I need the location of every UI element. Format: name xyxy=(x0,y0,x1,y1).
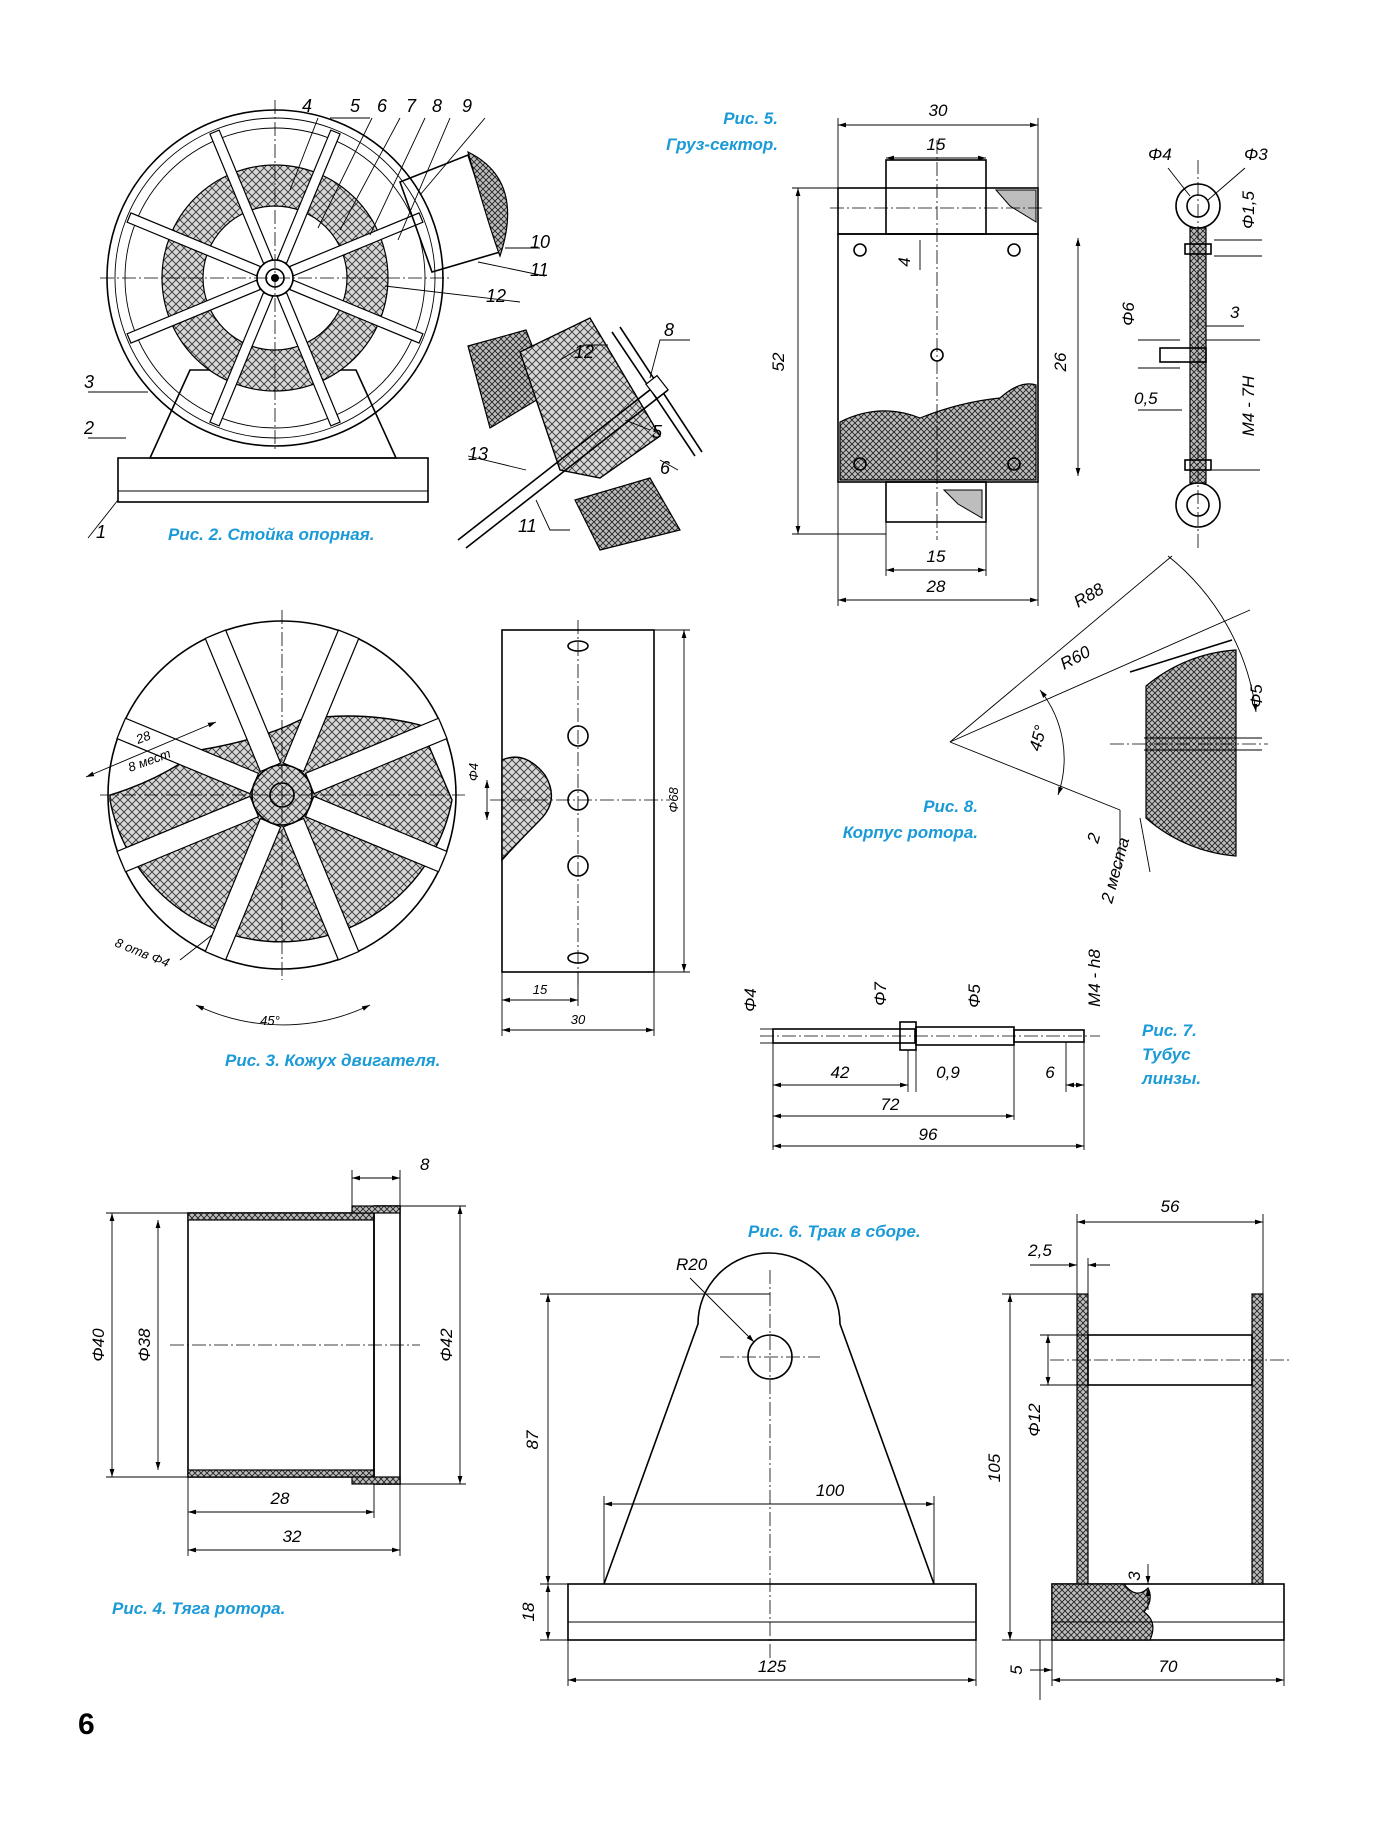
fig2-leaders xyxy=(87,117,546,539)
fig7-dim-72: 72 xyxy=(881,1095,900,1114)
fig5-dim-m4-7h: M4 - 7H xyxy=(1239,375,1258,436)
fig2-detail-part-8: 8 xyxy=(664,320,674,340)
fig6-dim-105: 105 xyxy=(985,1453,1004,1482)
fig4-dim-phi40: Φ40 xyxy=(89,1328,108,1362)
fig2-caption: Рис. 2. Стойка опорная. xyxy=(168,525,374,544)
fig5-dim-26: 26 xyxy=(1051,352,1070,372)
fig2-part-6: 6 xyxy=(377,96,388,116)
fig3-caption: Рис. 3. Кожух двигателя. xyxy=(225,1051,440,1070)
fig4-caption: Рис. 4. Тяга ротора. xyxy=(112,1599,285,1618)
fig5-side-link xyxy=(1138,160,1262,548)
fig5-dim-phi6: Φ6 xyxy=(1119,302,1138,326)
fig2-part-12: 12 xyxy=(486,286,506,306)
fig2-part-3: 3 xyxy=(84,372,94,392)
fig6-dim-3: 3 xyxy=(1125,1571,1144,1581)
fig5-dim-4: 4 xyxy=(895,257,914,266)
fig5-dim-30: 30 xyxy=(929,101,948,120)
fig6-track-assembly: Рис. 6. Трак в сборе. R20 87 18 100 125 xyxy=(519,1197,1290,1700)
fig2-part-1: 1 xyxy=(96,522,106,542)
fig5-dim-phi1-5: Φ1,5 xyxy=(1239,191,1258,229)
fig2-part-4: 4 xyxy=(302,96,312,116)
fig7-caption-3: линзы. xyxy=(1141,1069,1201,1088)
fig5-dim-phi4: Φ4 xyxy=(1148,145,1172,164)
fig5-dim-52: 52 xyxy=(769,352,788,371)
fig6-dim-phi12: Φ12 xyxy=(1025,1403,1044,1437)
fig7-dim-6: 6 xyxy=(1045,1063,1055,1082)
fig5-weight-sector: Рис. 5. Груз-сектор. 30 15 4 52 26 xyxy=(666,101,1268,606)
fig7-dim-96: 96 xyxy=(919,1125,938,1144)
fig6-dim-2-5: 2,5 xyxy=(1027,1241,1052,1260)
fig2-detail-part-5: 5 xyxy=(652,422,663,442)
fig6-dim-125: 125 xyxy=(758,1657,787,1676)
fig6-caption: Рис. 6. Трак в сборе. xyxy=(748,1222,921,1241)
fig2-part-8: 8 xyxy=(432,96,442,116)
fig6-dim-18: 18 xyxy=(519,1602,538,1621)
fig4-dim-28: 28 xyxy=(270,1489,290,1508)
fig8-caption-2: Корпус ротора. xyxy=(843,823,978,842)
fig6-dim-70: 70 xyxy=(1159,1657,1178,1676)
fig7-caption-1: Рис. 7. xyxy=(1142,1021,1197,1040)
fig7-dim-0-9: 0,9 xyxy=(936,1063,960,1082)
fig5-dim-15-top: 15 xyxy=(927,135,946,154)
fig5-dim-15-bottom: 15 xyxy=(927,547,946,566)
fig2-part-11: 11 xyxy=(530,260,549,280)
fig2-spokes xyxy=(126,129,424,427)
fig2-part-9: 9 xyxy=(462,96,472,116)
fig7-dim-m4-h8: M4 - h8 xyxy=(1085,949,1104,1007)
fig5-dim-0-5: 0,5 xyxy=(1134,389,1158,408)
fig5-dim-28: 28 xyxy=(926,577,946,596)
fig3-dim-30: 30 xyxy=(571,1012,586,1027)
fig3-dim-phi4: Φ4 xyxy=(466,763,481,781)
fig3-dim-28: 28 xyxy=(133,728,153,748)
fig7-lens-tube: Φ4 Φ7 Φ5 M4 - h8 42 0,9 6 72 96 Рис. 7. … xyxy=(741,949,1201,1150)
fig2-detail-part-6: 6 xyxy=(660,458,671,478)
fig8-dim-2: 2 xyxy=(1083,830,1104,846)
fig7-dim-phi4: Φ4 xyxy=(741,988,760,1012)
fig5-dim-phi3: Φ3 xyxy=(1244,145,1268,164)
fig2-part-2: 2 xyxy=(83,418,94,438)
fig5-caption-1: Рис. 5. xyxy=(723,109,778,128)
fig3-dim-45: 45° xyxy=(260,1013,280,1028)
fig8-dim-r88: R88 xyxy=(1071,579,1108,611)
fig5-dim-3: 3 xyxy=(1230,303,1240,322)
fig8-dim-2-places: 2 места xyxy=(1097,835,1133,906)
fig3-motor-cover: 28 8 мест 8 отв Φ4 45° Φ68 Φ4 15 30 Рис.… xyxy=(85,610,690,1070)
fig8-dim-phi5: Φ5 xyxy=(1247,684,1266,708)
fig2-detail-part-13: 13 xyxy=(468,444,488,464)
fig6-dim-87: 87 xyxy=(523,1430,542,1449)
fig2-part-7: 7 xyxy=(406,96,417,116)
fig6-dim-r20: R20 xyxy=(676,1255,708,1274)
fig2-support-stand: 4 5 6 7 8 9 10 11 12 3 2 1 Рис. 2. Стойк… xyxy=(83,96,703,551)
fig7-dim-phi5: Φ5 xyxy=(965,984,984,1008)
fig6-dim-56: 56 xyxy=(1161,1197,1180,1216)
fig4-dim-32: 32 xyxy=(283,1527,302,1546)
fig4-dim-phi38: Φ38 xyxy=(135,1328,154,1362)
fig7-dim-42: 42 xyxy=(831,1063,850,1082)
fig8-caption-1: Рис. 8. xyxy=(923,797,978,816)
fig2-detail-part-11: 11 xyxy=(518,516,537,536)
fig6-dim-100: 100 xyxy=(816,1481,845,1500)
fig8-dim-45: 45° xyxy=(1026,723,1051,753)
fig6-dim-5: 5 xyxy=(1007,1665,1026,1675)
fig7-dim-phi7: Φ7 xyxy=(871,982,890,1006)
fig2-detail xyxy=(457,317,703,551)
fig8-rotor-housing: R88 R60 45° Φ5 2 2 места Рис. 8. Корпус … xyxy=(843,555,1268,906)
fig8-dim-r60: R60 xyxy=(1057,642,1094,674)
fig3-dim-phi68: Φ68 xyxy=(666,787,681,813)
fig2-part-5: 5 xyxy=(350,96,361,116)
fig2-part-10: 10 xyxy=(530,232,550,252)
page-number: 6 xyxy=(78,1708,95,1741)
fig3-dim-8-holes-phi4: 8 отв Φ4 xyxy=(113,935,172,970)
fig5-caption-2: Груз-сектор. xyxy=(666,135,778,154)
fig7-caption-2: Тубус xyxy=(1142,1045,1191,1064)
fig4-dim-8: 8 xyxy=(420,1155,430,1174)
fig4-rotor-rod: Φ40 Φ38 Φ42 8 28 32 Рис. 4. Тяга ротора. xyxy=(89,1155,466,1618)
fig2-detail-part-12: 12 xyxy=(574,342,594,362)
fig3-dim-15: 15 xyxy=(533,982,548,997)
fig4-dim-phi42: Φ42 xyxy=(437,1328,456,1362)
